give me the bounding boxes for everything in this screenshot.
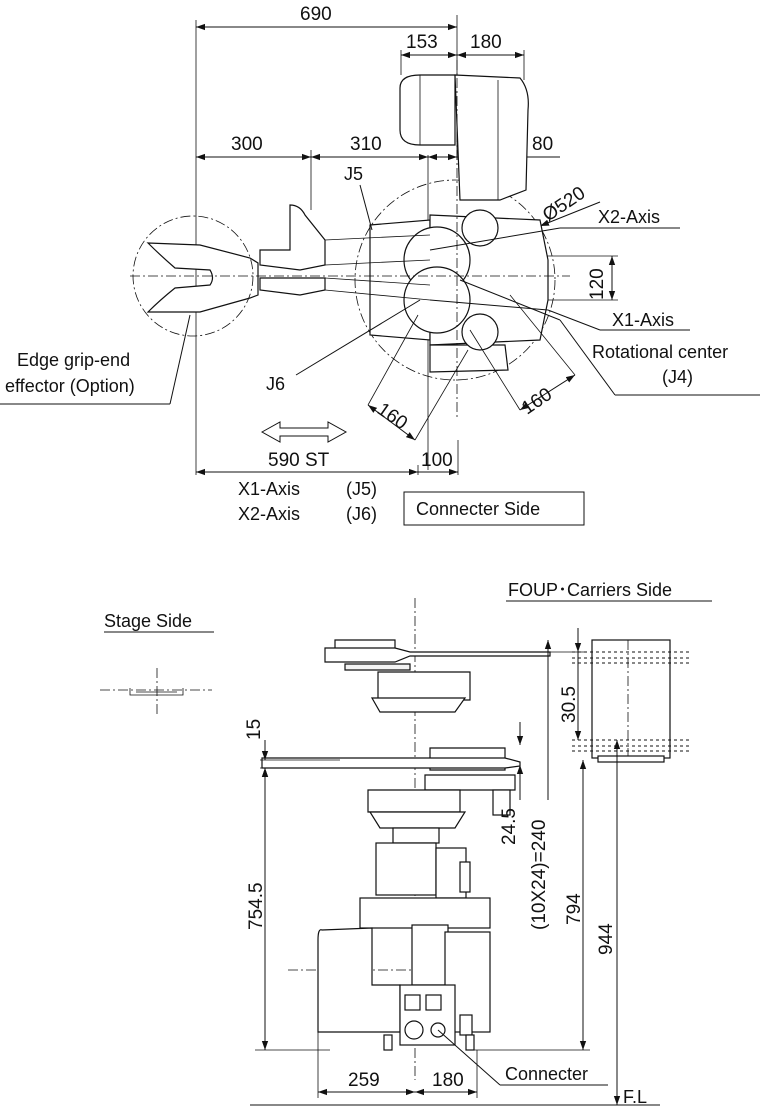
dim-line-160-right bbox=[519, 374, 576, 411]
dim-310: 310 bbox=[350, 134, 382, 155]
label-edge-grip-2: effector (Option) bbox=[5, 376, 135, 396]
label-rotational-center: Rotational center bbox=[592, 342, 728, 362]
side-view: Stage Side FOUP･Carriers Side bbox=[100, 580, 712, 1107]
legend-j6: (J6) bbox=[346, 504, 377, 524]
dim-180-bottom: 180 bbox=[432, 1070, 464, 1091]
dim-15: 15 bbox=[244, 719, 265, 740]
foup-carrier bbox=[591, 639, 671, 759]
stroke-arrow-icon bbox=[260, 421, 348, 443]
dim-24-5: 24.5 bbox=[499, 808, 520, 845]
label-edge-grip-1: Edge grip-end bbox=[17, 350, 130, 370]
dim-180-top: 180 bbox=[470, 32, 502, 53]
dim-line-160-left bbox=[367, 404, 416, 441]
joint-upper bbox=[461, 209, 499, 247]
label-j4: (J4) bbox=[662, 367, 693, 387]
label-x1-axis: X1-Axis bbox=[612, 310, 674, 330]
dim-259: 259 bbox=[348, 1070, 380, 1091]
dim-120: 120 bbox=[587, 268, 608, 300]
dim-794: 794 bbox=[564, 893, 585, 925]
dim-690: 690 bbox=[300, 4, 332, 25]
dim-160-left: 160 bbox=[373, 399, 411, 434]
label-connecter-side: Connecter Side bbox=[416, 499, 540, 519]
legend-j5: (J5) bbox=[346, 479, 377, 499]
label-fl: F.L bbox=[623, 1087, 647, 1107]
edge-grip-effector bbox=[146, 242, 259, 313]
dim-30-5: 30.5 bbox=[559, 686, 580, 723]
label-j5: J5 bbox=[344, 164, 363, 184]
label-x2-axis: X2-Axis bbox=[598, 207, 660, 227]
label-foup-side: FOUP･Carriers Side bbox=[508, 580, 672, 600]
dim-944: 944 bbox=[596, 923, 617, 955]
upper-housing bbox=[399, 74, 456, 146]
dim-754-5: 754.5 bbox=[246, 882, 267, 930]
upper-arm-2 bbox=[377, 671, 471, 701]
robot-base bbox=[317, 927, 401, 1033]
top-view: 690 153 180 300 310 80 Ø520 120 160 160 … bbox=[0, 4, 760, 526]
dim-80: 80 bbox=[532, 134, 553, 155]
legend-x2-axis: X2-Axis bbox=[238, 504, 300, 524]
joint-lower bbox=[461, 313, 499, 351]
dim-520: Ø520 bbox=[539, 183, 589, 226]
lower-arm-2 bbox=[367, 789, 461, 813]
label-j6: J6 bbox=[266, 374, 285, 394]
connecter-side-box bbox=[403, 491, 585, 526]
dim-300: 300 bbox=[231, 134, 263, 155]
label-connecter: Connecter bbox=[505, 1064, 588, 1084]
arm-upper bbox=[259, 204, 326, 271]
dim-100: 100 bbox=[421, 450, 453, 471]
dim-153: 153 bbox=[406, 32, 438, 53]
stage-symbol bbox=[129, 688, 184, 696]
label-stage-side: Stage Side bbox=[104, 611, 192, 631]
legend-x1-axis: X1-Axis bbox=[238, 479, 300, 499]
dim-10x24: (10X24)=240 bbox=[529, 820, 550, 930]
dim-590-st: 590 ST bbox=[268, 450, 330, 471]
body-column bbox=[392, 827, 440, 844]
dim-160-right: 160 bbox=[518, 384, 556, 419]
